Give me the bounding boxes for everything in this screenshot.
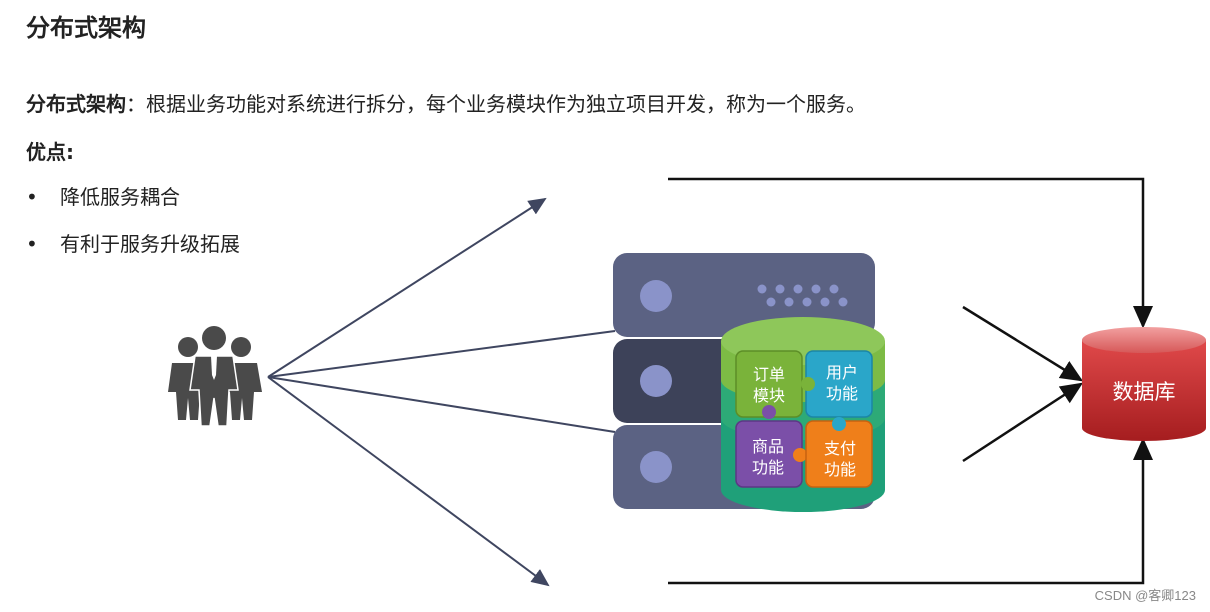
description-term: 分布式架构: [26, 92, 126, 116]
bottom-connector: [668, 437, 1153, 585]
top-connector: [668, 177, 1153, 329]
advantage-item-label: 降低服务耦合: [60, 185, 180, 209]
service-arrow-lower: [962, 382, 1084, 463]
module-user: 用户 功能: [801, 350, 873, 418]
description-text: ：根据业务功能对系统进行拆分，每个业务模块作为独立项目开发，称为一个服务。: [126, 92, 866, 116]
database-label: 数据库: [1113, 380, 1176, 404]
db-connectors: [668, 177, 1153, 585]
module-order-line2: 模块: [753, 386, 785, 405]
advantages-heading: 优点:: [26, 140, 74, 164]
arrow-to-server-top: [267, 330, 616, 378]
module-goods-line1: 商品: [752, 437, 784, 456]
module-pay: 支付 功能: [805, 417, 873, 488]
request-arrows: [267, 197, 616, 587]
module-pay-line1: 支付: [824, 439, 856, 458]
module-user-line2: 功能: [826, 384, 858, 403]
arrow-down: [267, 376, 550, 587]
module-order-line1: 订单: [753, 365, 785, 384]
page-title: 分布式架构: [26, 14, 146, 42]
watermark: CSDN @客卿123: [1094, 588, 1196, 603]
module-pay-line2: 功能: [824, 460, 856, 479]
advantage-item-label: 有利于服务升级拓展: [60, 232, 240, 256]
module-goods-line2: 功能: [752, 458, 784, 477]
database-icon: 数据库: [1082, 327, 1206, 441]
arrow-to-server-mid: [267, 376, 616, 433]
advantage-item-1: • 降低服务耦合: [26, 181, 180, 210]
advantage-item-2: • 有利于服务升级拓展: [26, 228, 240, 257]
module-user-line1: 用户: [826, 363, 858, 382]
service-arrow-upper: [962, 305, 1084, 382]
module-order: 订单 模块: [735, 350, 803, 419]
users-icon: [168, 326, 262, 427]
bullet-icon: •: [26, 185, 38, 209]
description: 分布式架构：根据业务功能对系统进行拆分，每个业务模块作为独立项目开发，称为一个服…: [26, 88, 866, 117]
module-goods: 商品 功能: [735, 420, 807, 488]
arrow-up: [267, 197, 547, 378]
bullet-icon: •: [26, 232, 38, 256]
